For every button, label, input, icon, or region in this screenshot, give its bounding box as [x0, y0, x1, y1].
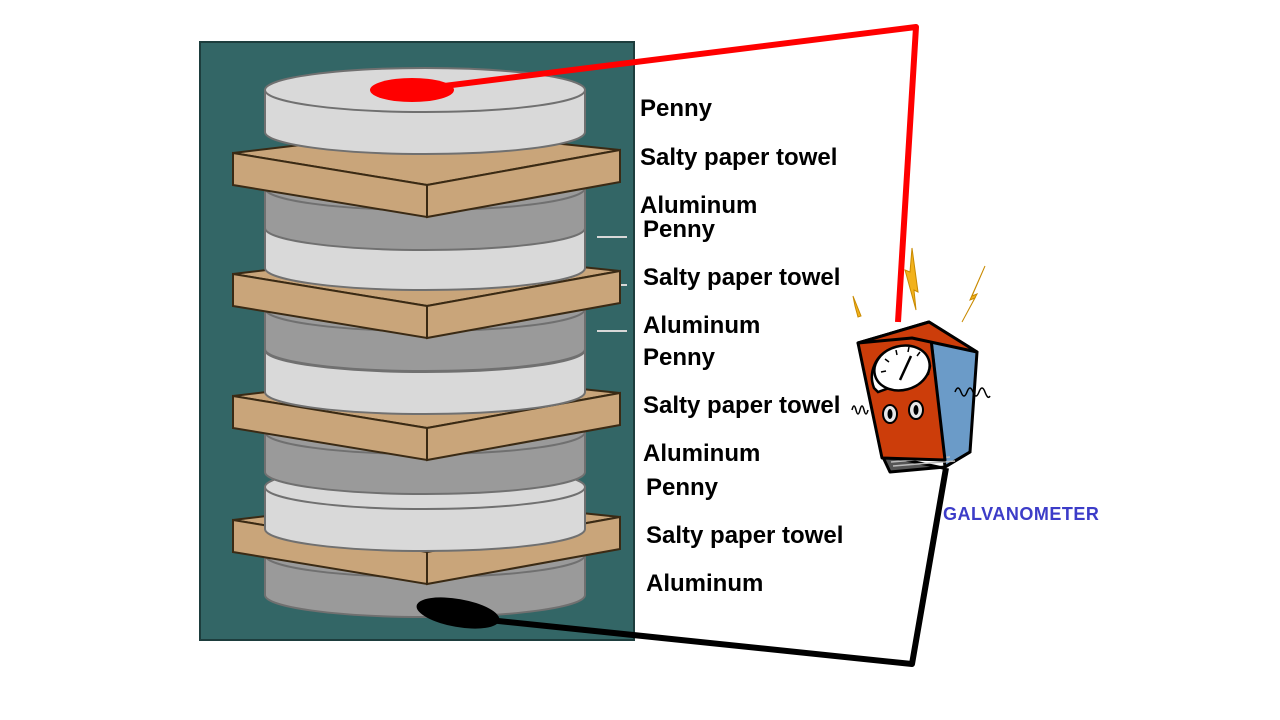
knob-icon [882, 400, 924, 424]
paper-towel-right [426, 269, 621, 340]
layer-label: Penny [643, 344, 716, 371]
layer-label: Salty paper towel [643, 392, 841, 419]
layer-label: Aluminum [643, 312, 761, 339]
layer-label: Penny [646, 474, 719, 501]
negative-wire [459, 467, 949, 667]
coil-icon [851, 387, 991, 415]
layer-label: Penny [640, 95, 713, 122]
dial-icon [870, 344, 932, 394]
positive-wire [411, 24, 919, 323]
galvanometer-label: GALVANOMETER [943, 504, 1100, 524]
battery-stack [232, 67, 621, 618]
galvanometer [851, 247, 991, 474]
layer-label: Aluminum [640, 192, 758, 219]
galvanometer-top [856, 320, 979, 354]
layer-label: Salty paper towel [640, 144, 838, 171]
spark-icon [852, 247, 986, 323]
negative-terminal [416, 597, 500, 629]
positive-terminal [370, 78, 454, 102]
galvanometer-base [880, 450, 972, 474]
layer-label: Aluminum [646, 570, 764, 597]
layer-label: Penny [643, 216, 716, 243]
layer-label: Salty paper towel [643, 264, 841, 291]
layer-label: Salty paper towel [646, 522, 844, 549]
paper-towel-right [426, 148, 621, 219]
layer-label: Aluminum [643, 440, 761, 467]
